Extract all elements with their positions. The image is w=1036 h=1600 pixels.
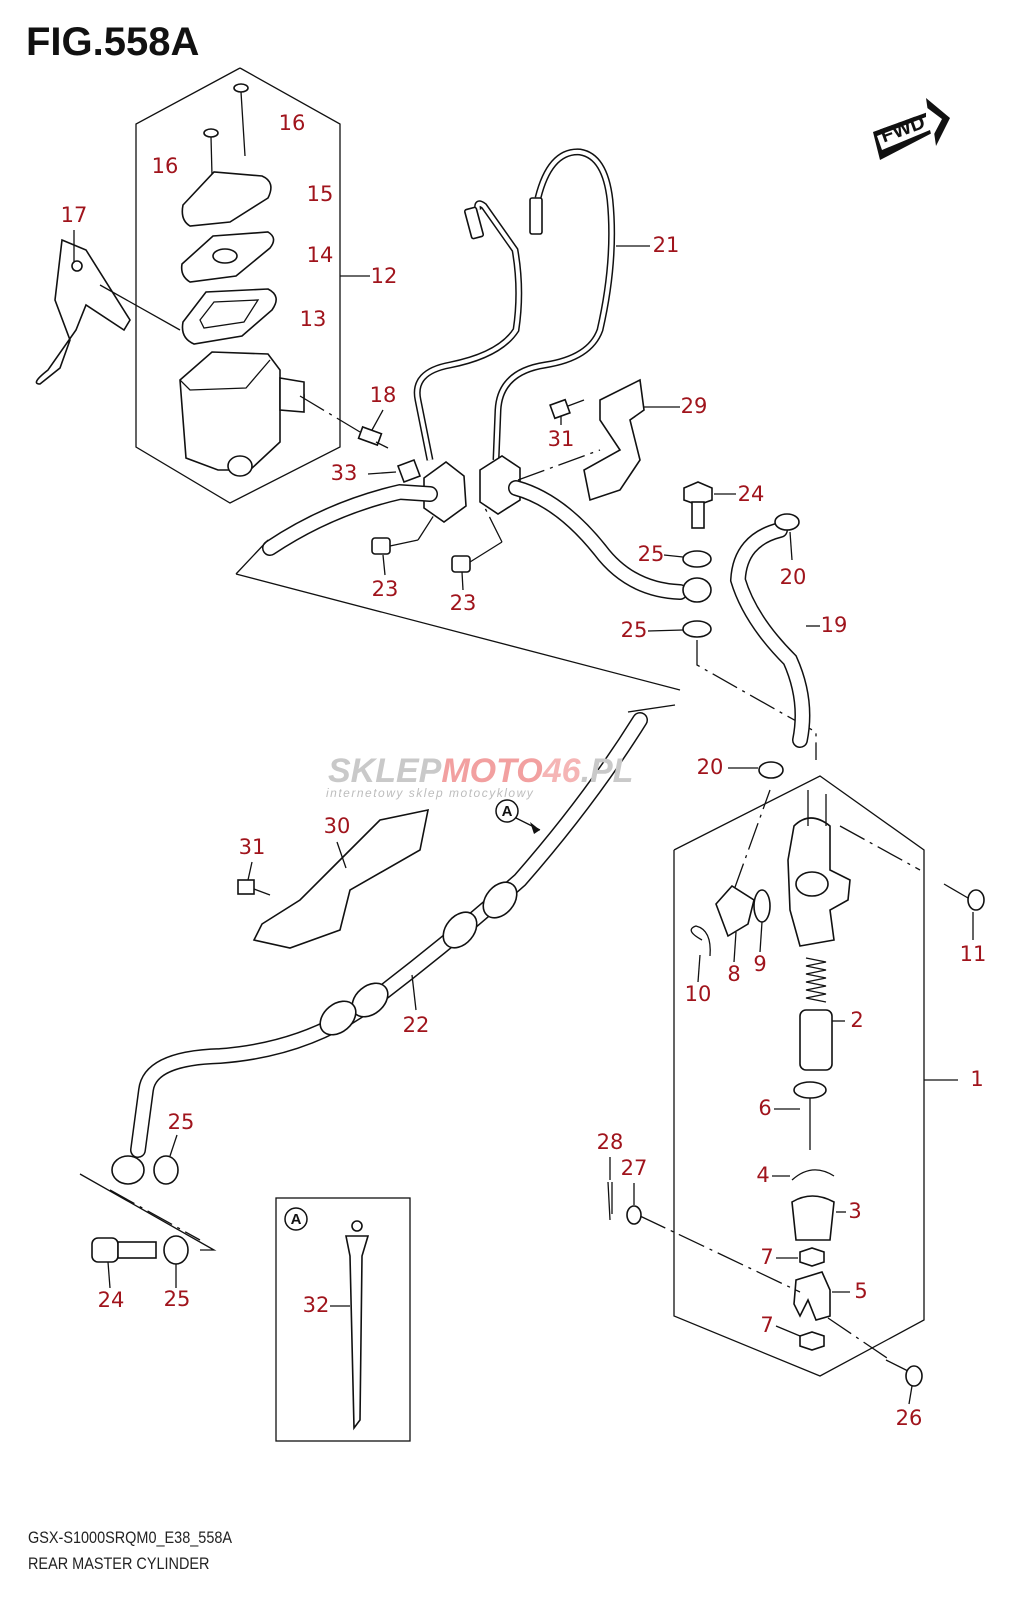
piston-spring-2: [799, 957, 833, 1071]
figure-title: FIG.558A: [26, 20, 200, 64]
callout: 33: [331, 461, 358, 485]
callout: 7: [760, 1245, 773, 1269]
washer-27: [626, 1205, 642, 1225]
junction-right: [479, 455, 521, 515]
screw-16-a: [233, 83, 249, 157]
bolt-11: [943, 883, 985, 911]
callout: 25: [168, 1110, 195, 1134]
callout: 32: [303, 1293, 330, 1317]
union-bolt-24-upper: [683, 481, 713, 529]
pushrod-6: [793, 1081, 827, 1150]
reservoir-cap: [181, 171, 272, 227]
callout: 4: [756, 1163, 769, 1187]
diagram-description: REAR MASTER CYLINDER: [28, 1554, 210, 1573]
bolt-23-right: [451, 541, 503, 573]
callout: 27: [621, 1156, 648, 1180]
junction-left: [423, 460, 467, 523]
callout: 28: [597, 1130, 624, 1154]
reservoir-body: [179, 351, 281, 471]
callout: 31: [239, 835, 266, 859]
callout: 19: [821, 613, 848, 637]
view-marker-a-detail: A: [291, 1211, 302, 1228]
callout: 12: [371, 264, 398, 288]
callout: 10: [685, 982, 712, 1006]
bolt-23-left: [371, 537, 419, 555]
union-bolt-24-lower: [91, 1237, 157, 1263]
callout: 8: [727, 962, 740, 986]
model-code: GSX-S1000SRQM0_E38_558A: [28, 1528, 233, 1547]
fwd-arrow-icon: FWD: [873, 98, 950, 160]
callout: 16: [152, 154, 179, 178]
callout: 25: [164, 1287, 191, 1311]
washer-25: [153, 1155, 179, 1185]
reservoir-group-outline: [135, 67, 370, 504]
view-marker-a: A: [502, 803, 513, 820]
callout: 30: [324, 814, 351, 838]
detail-view-a-box: [275, 1197, 411, 1442]
callout: 16: [279, 111, 306, 135]
boot-3: [791, 1195, 835, 1241]
callout: 5: [854, 1279, 867, 1303]
callout: 18: [370, 383, 397, 407]
hose-fitting-8: [715, 884, 755, 938]
callout: 11: [960, 942, 987, 966]
clamp-20-upper: [774, 513, 800, 531]
callout: 26: [896, 1406, 923, 1430]
diaphragm: [181, 288, 277, 345]
nut-7-lower: [799, 1331, 825, 1351]
callout: 14: [307, 243, 334, 267]
watermark-tagline: internetowy sklep motocyklowy: [326, 786, 534, 800]
callout: 15: [307, 182, 334, 206]
o-ring-9: [753, 889, 771, 923]
cable-tie-32: [345, 1220, 370, 1431]
bracket-30: [252, 808, 430, 949]
clevis-5: [793, 1271, 831, 1321]
washer-25-lower: [163, 1235, 189, 1265]
callout: 17: [61, 203, 88, 227]
callout: 7: [760, 1313, 773, 1337]
callout: 29: [681, 394, 708, 418]
callout: 23: [372, 577, 399, 601]
callout: 22: [403, 1013, 430, 1037]
callout: 3: [848, 1199, 861, 1223]
callout: 24: [98, 1288, 125, 1312]
footer: GSX-S1000SRQM0_E38_558A REAR MASTER CYLI…: [28, 1525, 232, 1577]
circlip-10: [690, 925, 711, 957]
bolt-18: [357, 425, 389, 449]
callout: 20: [780, 565, 807, 589]
callout: 20: [697, 755, 724, 779]
cotter-pin-28: [607, 1181, 613, 1221]
callout: 31: [548, 427, 575, 451]
master-cylinder-group-outline: [673, 775, 925, 1377]
callout: 2: [850, 1008, 863, 1032]
callout: 23: [450, 591, 477, 615]
watermark-brand: SKLEPMOTO46.PL: [328, 752, 633, 790]
bolt-31-upper: [549, 398, 585, 420]
bolt-31-lower: [237, 879, 271, 896]
callout: 25: [621, 618, 648, 642]
callout: 1: [970, 1067, 983, 1091]
bracket-29: [583, 378, 645, 502]
callout: 6: [758, 1096, 771, 1120]
callout: 21: [653, 233, 680, 257]
clamp-20-lower: [758, 761, 784, 779]
callout-labels: 16 16 15 14 12 13 17 18 33 23 23 21 29 3…: [61, 111, 987, 1430]
bracket-17: [35, 238, 131, 385]
clevis-pin-26: [885, 1359, 923, 1387]
callout: 24: [738, 482, 765, 506]
sticker-33: [396, 458, 422, 484]
circlip-4: [791, 1169, 835, 1181]
nut-7-upper: [799, 1247, 825, 1267]
watermark: SKLEPMOTO46.PL internetowy sklep motocyk…: [326, 752, 633, 800]
callout: 25: [638, 542, 665, 566]
callout: 13: [300, 307, 327, 331]
callout: 9: [753, 952, 766, 976]
